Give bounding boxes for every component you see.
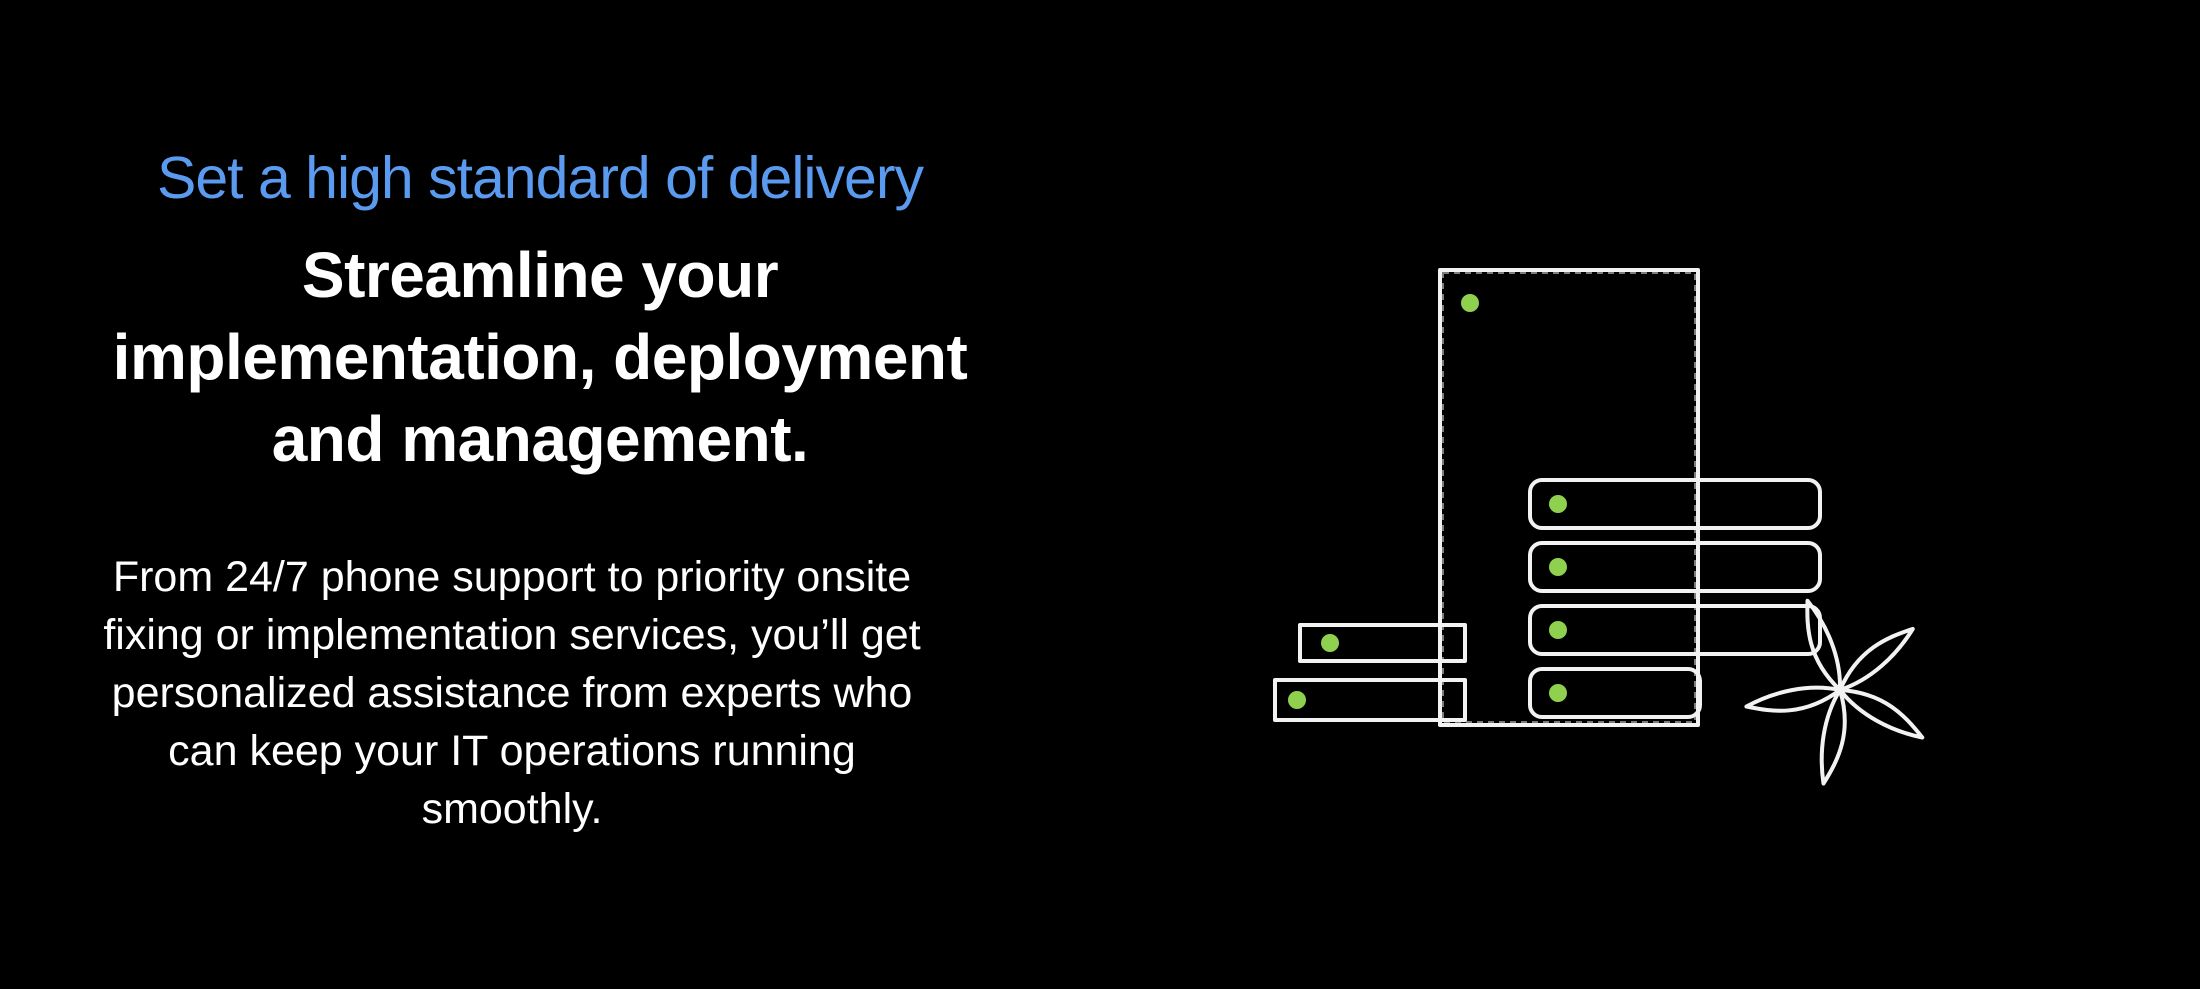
pinwheel-icon — [1744, 598, 1925, 786]
headline: Streamline your implementation, deployme… — [80, 234, 1000, 480]
server-rack-icon — [1273, 268, 1925, 786]
headline-line-3: and management. — [271, 403, 809, 475]
drawer-right-2 — [1528, 541, 1822, 593]
drawer-left-1 — [1298, 623, 1467, 663]
drawer-right-1 — [1528, 478, 1822, 530]
body-line-3: personalized assistance from experts who — [111, 669, 913, 717]
server-rack-illustration — [1260, 255, 1940, 815]
headline-line-2: implementation, deployment — [112, 321, 968, 393]
body-line-4: can keep your IT operations running — [168, 727, 856, 775]
body-line-1: From 24/7 phone support to priority onsi… — [112, 553, 912, 601]
headline-line-1: Streamline your — [301, 239, 779, 311]
server-tower — [1438, 268, 1700, 727]
body-line-2: fixing or implementation services, you’l… — [103, 611, 921, 659]
indicator-lights — [1288, 294, 1567, 709]
eyebrow-heading: Set a high standard of delivery — [157, 145, 924, 211]
drawer-left-2 — [1273, 678, 1467, 722]
drawer-right-3 — [1528, 604, 1822, 656]
drawer-right-4 — [1528, 667, 1702, 719]
hero-text: Set a high standard of delivery Streamli… — [80, 140, 1000, 838]
body-copy: From 24/7 phone support to priority onsi… — [72, 548, 952, 838]
body-line-5: smoothly. — [421, 785, 603, 833]
